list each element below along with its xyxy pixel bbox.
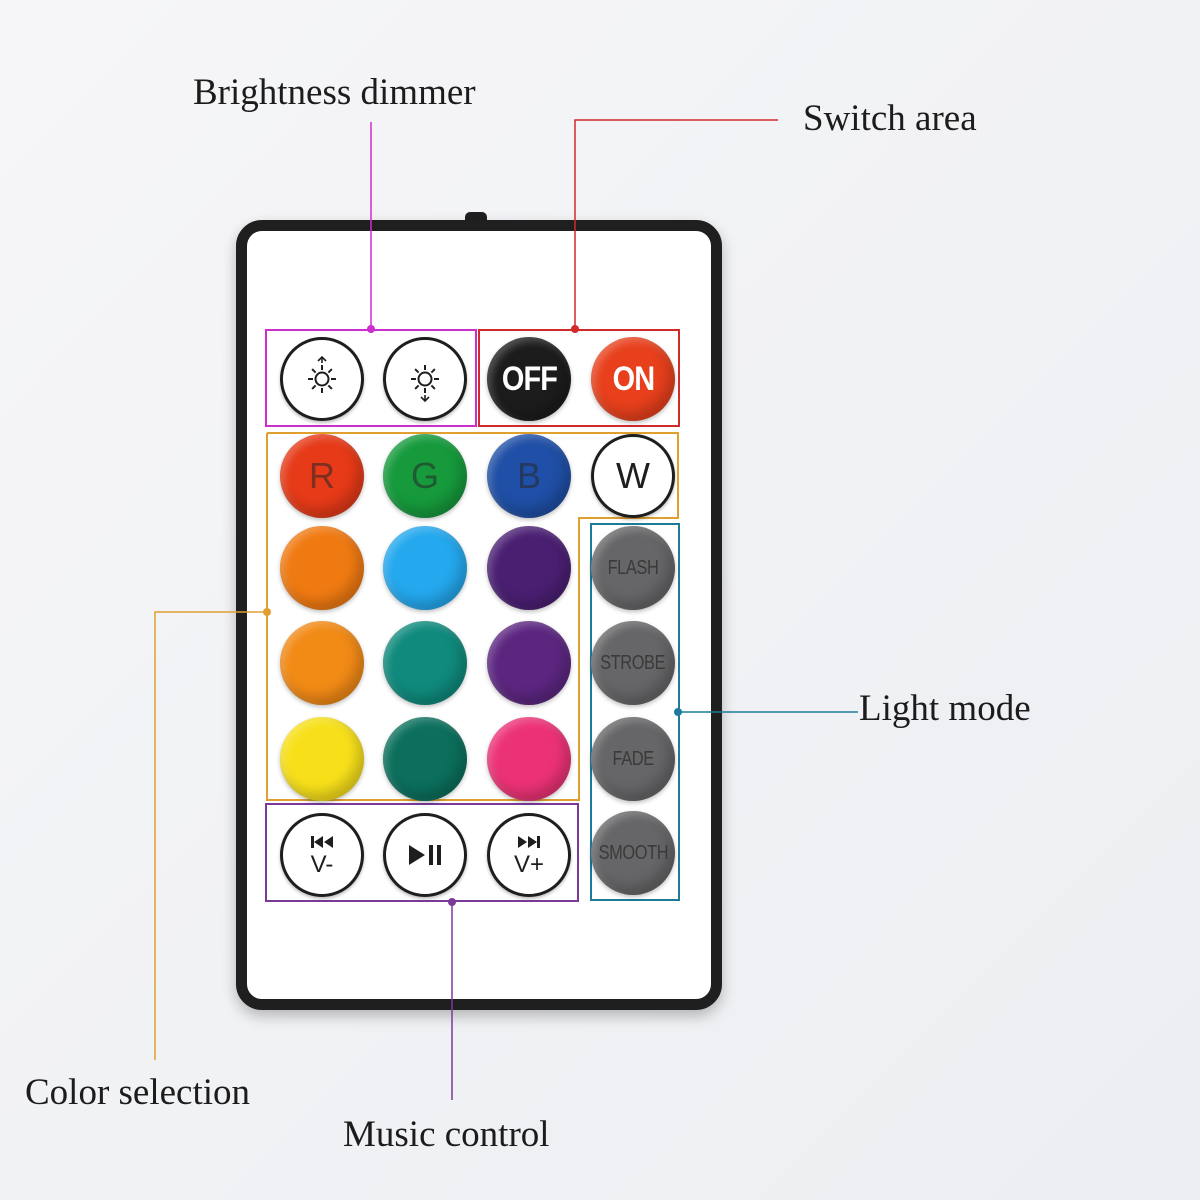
skip-forward-icon: [518, 836, 540, 848]
color-selection-connector-dot: [263, 608, 271, 616]
play-button-content: [407, 843, 443, 867]
color-button-b[interactable]: B: [487, 434, 571, 518]
smooth-mode-label: SMOOTH: [598, 841, 668, 864]
next-sub-label: V+: [513, 851, 545, 878]
switch-area-label: Switch area: [803, 98, 977, 139]
brightness-connector-dot: [367, 325, 375, 333]
sun-dim-icon: [308, 355, 336, 393]
fade-mode-button[interactable]: FADE: [591, 717, 675, 801]
music-control-label: Music control: [343, 1114, 550, 1155]
music-connector-dot: [448, 898, 456, 906]
next-button-content: V+: [514, 833, 544, 877]
color-selection-label: Color selection: [25, 1072, 251, 1113]
color-letter-r: R: [309, 455, 335, 496]
switch-connector-dot: [571, 325, 579, 333]
color-button-w[interactable]: W: [591, 434, 675, 518]
brightness-down-button[interactable]: [280, 337, 364, 421]
prev-button[interactable]: V-: [280, 813, 364, 897]
color-letter-b: B: [516, 455, 541, 496]
color-button-c1[interactable]: [280, 526, 364, 610]
prev-sub-label: V-: [310, 851, 334, 878]
color-letter-w: W: [616, 455, 650, 496]
color-button-c9[interactable]: [487, 717, 571, 801]
color-button-c7[interactable]: [280, 717, 364, 801]
brightness-dimmer-label: Brightness dimmer: [193, 72, 476, 113]
light-mode-connector-dot: [674, 708, 682, 716]
color-letter-g: G: [410, 455, 439, 496]
color-button-g[interactable]: G: [383, 434, 467, 518]
off-label: OFF: [501, 359, 557, 398]
color-button-c8[interactable]: [383, 717, 467, 801]
color-button-r[interactable]: R: [280, 434, 364, 518]
off-button[interactable]: OFF: [487, 337, 571, 421]
on-button[interactable]: ON: [591, 337, 675, 421]
fade-mode-label: FADE: [612, 747, 654, 770]
strobe-mode-label: STROBE: [600, 651, 666, 674]
switch-group-frame: [478, 329, 680, 427]
prev-button-content: V-: [309, 833, 335, 877]
color-button-c4[interactable]: [280, 621, 364, 705]
strobe-mode-button[interactable]: STROBE: [591, 621, 675, 705]
light-mode-label: Light mode: [859, 688, 1031, 729]
flash-mode-label: FLASH: [607, 556, 659, 579]
music-group-frame: [265, 803, 579, 902]
play-pause-icon: [409, 845, 441, 865]
next-button[interactable]: V+: [487, 813, 571, 897]
flash-mode-button[interactable]: FLASH: [591, 526, 675, 610]
smooth-mode-button[interactable]: SMOOTH: [591, 811, 675, 895]
brightness-up-button[interactable]: [383, 337, 467, 421]
color-button-c5[interactable]: [383, 621, 467, 705]
color-button-c3[interactable]: [487, 526, 571, 610]
on-label: ON: [612, 359, 655, 398]
color-button-c6[interactable]: [487, 621, 571, 705]
skip-back-icon: [311, 836, 333, 848]
play-button[interactable]: [383, 813, 467, 897]
color-button-c2[interactable]: [383, 526, 467, 610]
remote-top-nub: [465, 212, 487, 222]
sun-bright-icon: [411, 365, 439, 403]
